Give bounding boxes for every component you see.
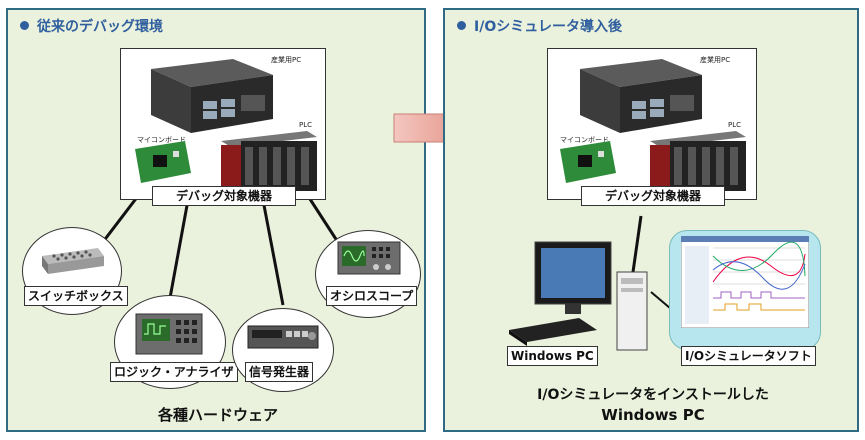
bullet-icon bbox=[457, 21, 466, 30]
signal-generator-label: 信号発生器 bbox=[245, 362, 314, 382]
industrial-pc-icon bbox=[580, 59, 702, 133]
software-label: I/Oシミュレータソフト bbox=[681, 346, 816, 366]
windows-pc-icon bbox=[509, 241, 648, 351]
right-panel: I/Oシミュレータ導入後 産業用PC マイコンボード PLC bbox=[443, 8, 859, 432]
oscilloscope-icon bbox=[337, 241, 401, 275]
connection-lines bbox=[91, 195, 345, 306]
industrial-pc-tag: 産業用PC bbox=[271, 56, 302, 64]
microboard-tag: マイコンボード bbox=[137, 136, 186, 144]
industrial-pc-icon bbox=[151, 59, 273, 133]
right-caption-line2: Windows PC bbox=[601, 406, 705, 424]
logic-analyzer-label: ロジック・アナライザ bbox=[110, 362, 238, 382]
plc-icon bbox=[650, 131, 746, 191]
bullet-icon bbox=[20, 21, 29, 30]
left-caption: 各種ハードウェア bbox=[157, 406, 278, 424]
industrial-pc-tag: 産業用PC bbox=[700, 56, 731, 64]
right-panel-title: I/Oシミュレータ導入後 bbox=[457, 16, 622, 36]
switch-box-icon bbox=[42, 248, 104, 274]
debug-target-box-right: 産業用PC マイコンボード PLC bbox=[547, 48, 757, 200]
simulator-software-screenshot bbox=[681, 236, 809, 328]
plc-icon bbox=[221, 131, 317, 191]
plc-tag: PLC bbox=[299, 121, 313, 129]
logic-analyzer-icon bbox=[135, 313, 203, 355]
left-panel: 従来のデバッグ環境 産業用PC マイコンボード PLC bbox=[6, 8, 426, 432]
left-panel-title: 従来のデバッグ環境 bbox=[20, 16, 163, 36]
debug-target-label: デバッグ対象機器 bbox=[152, 186, 296, 206]
signal-generator-icon bbox=[247, 325, 319, 349]
right-caption-line1: I/Oシミュレータをインストールした bbox=[537, 387, 769, 403]
microboard-icon bbox=[135, 141, 191, 183]
plc-tag: PLC bbox=[728, 121, 742, 129]
debug-target-box: 産業用PC マイコンボード PLC bbox=[120, 48, 326, 200]
debug-target-label: デバッグ対象機器 bbox=[581, 186, 725, 206]
oscilloscope-label: オシロスコープ bbox=[326, 286, 418, 306]
windows-pc-label: Windows PC bbox=[507, 346, 598, 366]
microboard-icon bbox=[560, 141, 616, 183]
microboard-tag: マイコンボード bbox=[560, 136, 609, 144]
switch-box-label: スイッチボックス bbox=[24, 286, 128, 306]
